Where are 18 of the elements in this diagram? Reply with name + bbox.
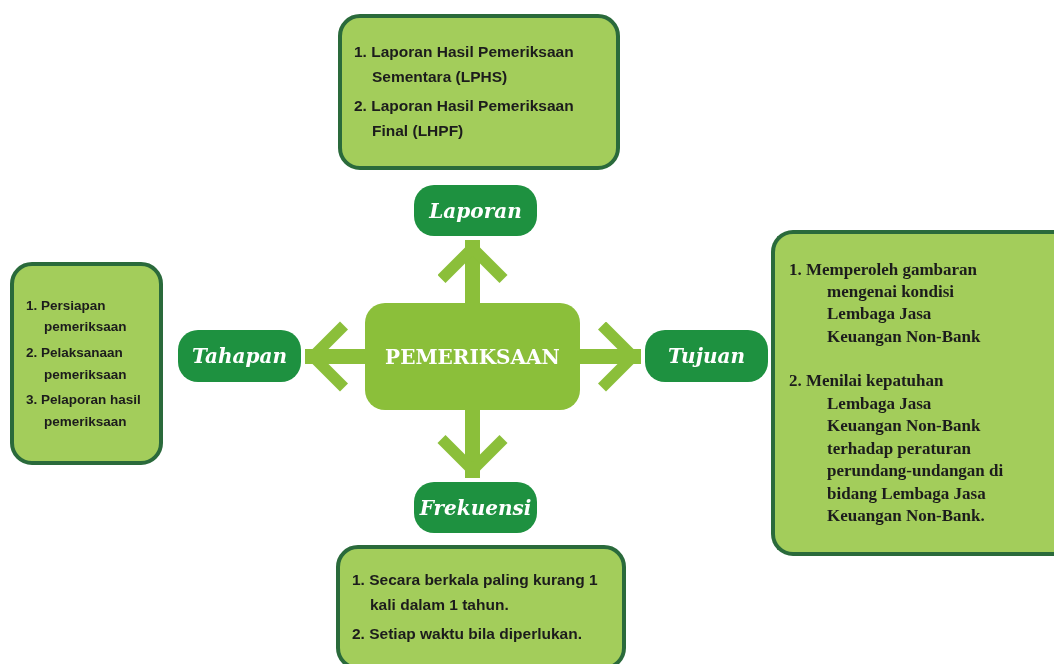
list-box [336,545,626,664]
category-pill: Tahapan [178,330,301,382]
list-item: 2. Setiap waktu bila diperlukan. [352,623,583,644]
list-item: 1. Persiapan pemeriksaan [26,296,128,337]
list-box [10,262,163,465]
list-item: 1. Secara berkala paling kurang 1 kali dalam 1 tahun. [352,570,599,616]
list-box [771,230,1054,556]
list-item: 1. Memperoleh gambaran mengenai kondisi Lembaga Jasa Keuangan Non-Bank [789,258,982,348]
category-pill: Tujuan [645,330,768,382]
central-box: PEMERIKSAAN [365,303,580,410]
category-pill: Laporan [414,185,537,236]
list-box [338,14,620,170]
list-item: 2. Pelaksanaan pemeriksaan [26,343,128,384]
list-item: 1. Laporan Hasil Pemeriksaan Sementara (LPHS) [354,42,575,88]
category-pill: Frekuensi [414,482,537,533]
list-item: 3. Pelaporan hasil pemeriksaan [26,391,142,431]
list-item: 2. Laporan Hasil Pemeriksaan Final (LHPF) [354,96,575,141]
list-item: 2. Menilai kepatuhan Lembaga Jasa Keuangan Non-Bank terhadap peraturan perundang-undangan di bidang Lembaga Jasa Keuangan Non-Bank. [789,370,1005,527]
